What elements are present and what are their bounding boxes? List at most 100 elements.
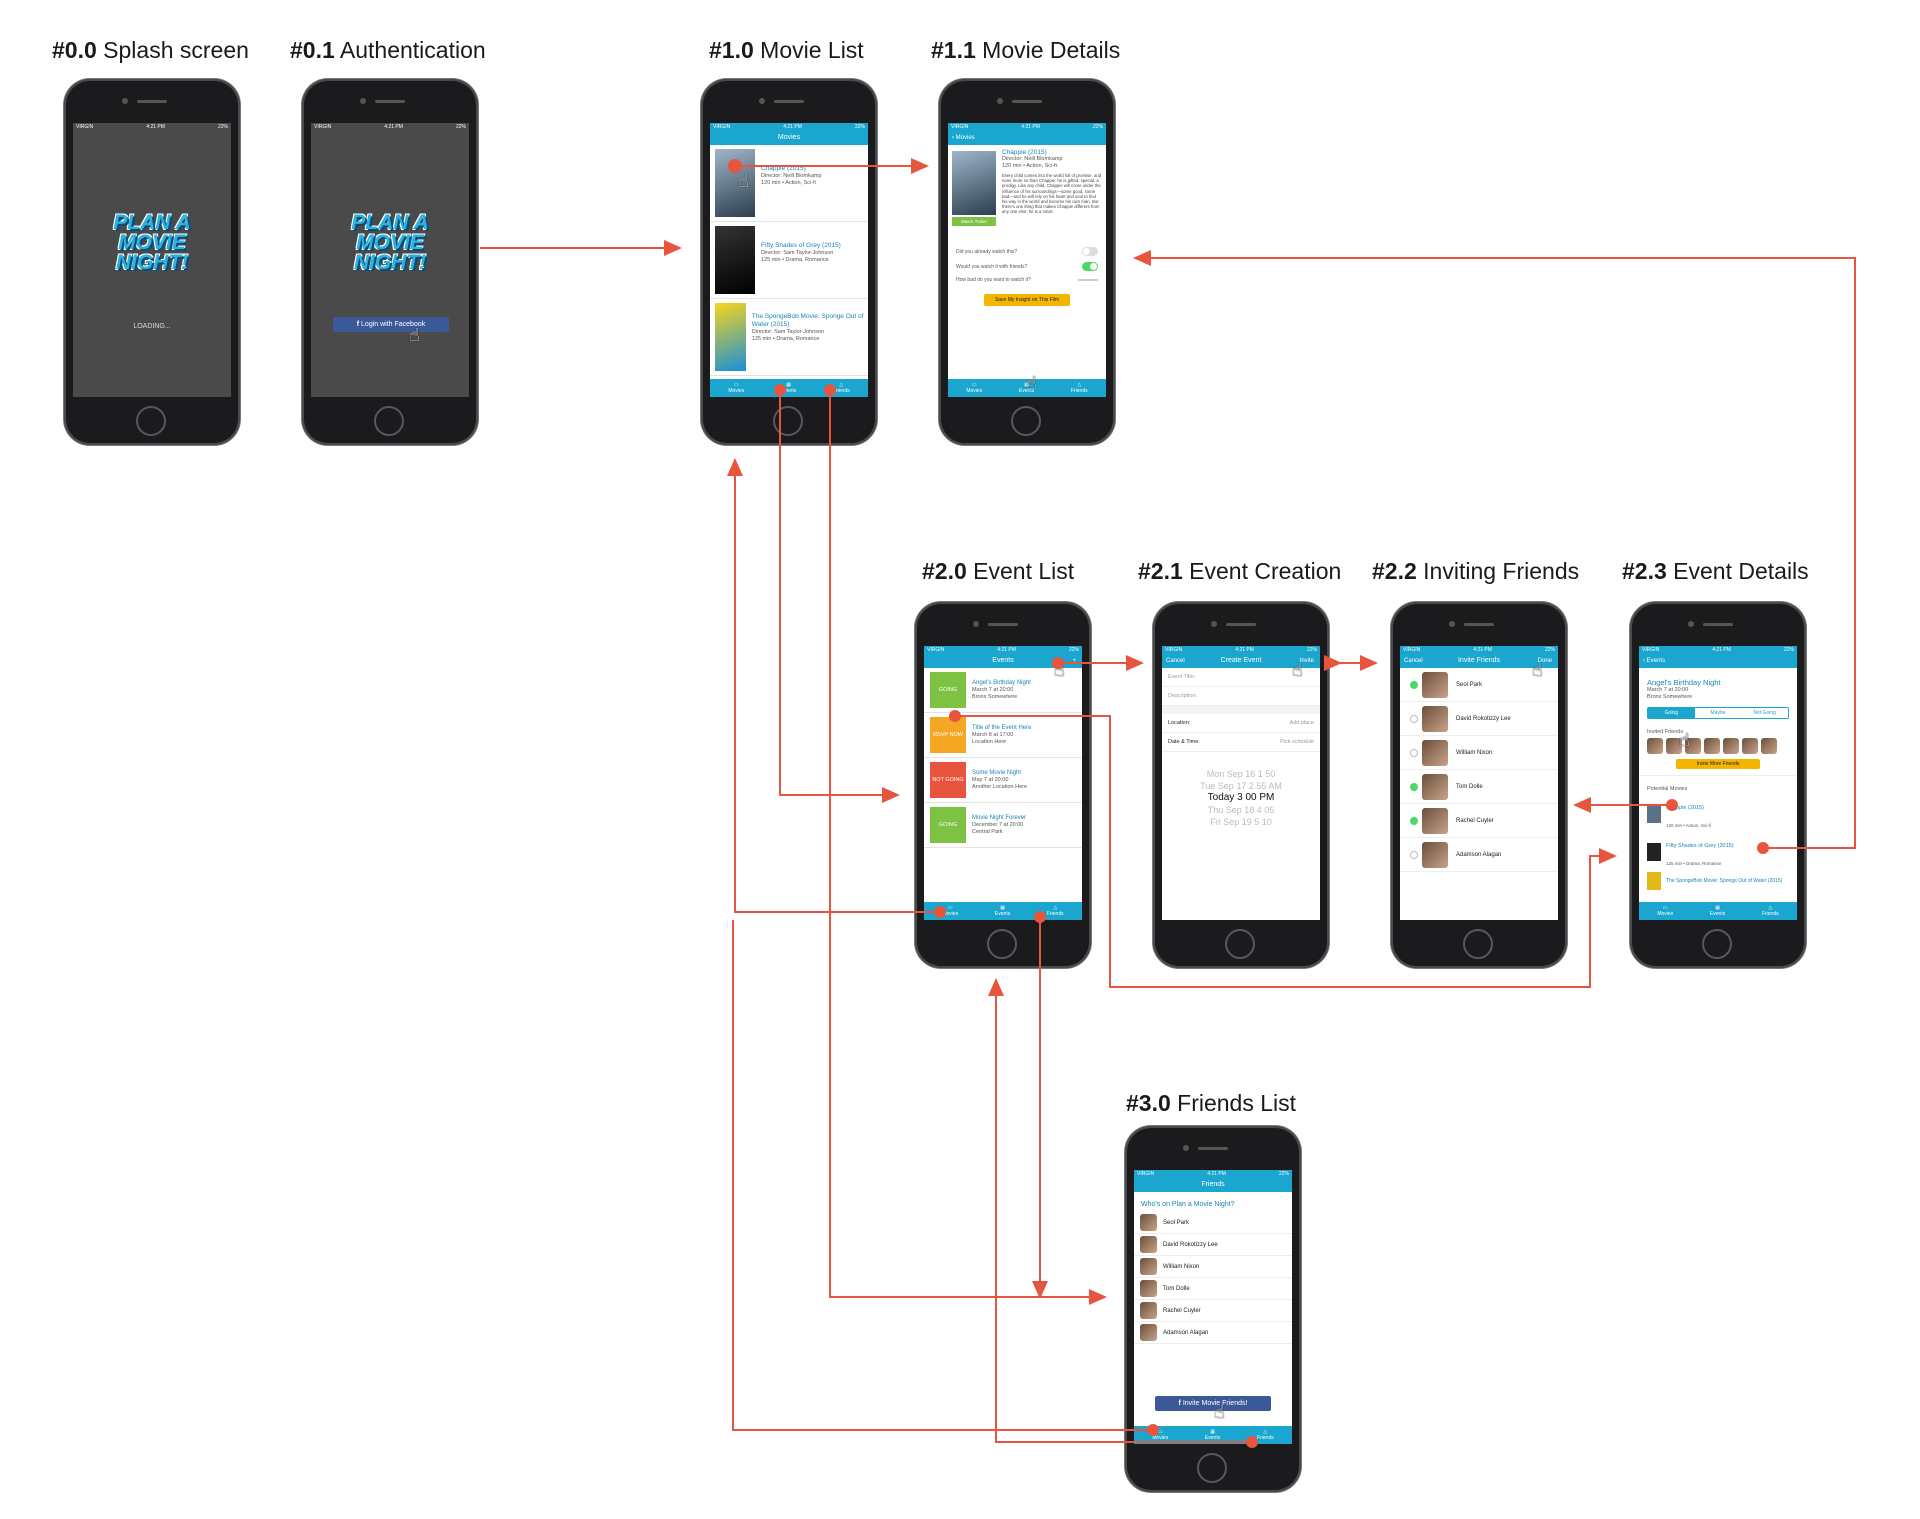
tab-events[interactable]: ▦Events <box>1018 382 1035 394</box>
friend-row[interactable]: David Rokotizzy Lee <box>1134 1234 1292 1256</box>
tab-friends[interactable]: △Friends <box>1046 905 1064 917</box>
home-button[interactable] <box>374 406 404 436</box>
camera-icon: ▭ <box>1662 905 1668 911</box>
flow-details-to-movie <box>1133 250 1856 849</box>
movie-poster <box>1647 843 1661 861</box>
selected-dot[interactable] <box>1410 782 1418 791</box>
date-time-picker[interactable]: Mon Sep 16 1 50 Tue Sep 17 2 55 AM Today… <box>1200 769 1282 827</box>
desire-slider[interactable] <box>1078 279 1098 281</box>
unselected-dot[interactable] <box>1410 714 1418 723</box>
camera-icon: ▭ <box>1157 1429 1163 1435</box>
cancel-button[interactable]: Cancel <box>1404 658 1423 664</box>
tab-friends[interactable]: △Friends <box>1256 1429 1274 1441</box>
tap-hand-icon: ☝ <box>1054 660 1065 680</box>
friends-toggle[interactable] <box>1082 262 1098 271</box>
home-button[interactable] <box>1011 406 1041 436</box>
tab-movies[interactable]: ▭Movies <box>728 382 745 394</box>
avatar <box>1422 705 1448 732</box>
friend-row[interactable]: Seol Park <box>1134 1212 1292 1234</box>
camera-icon: ▭ <box>947 905 953 911</box>
watch-trailer-button[interactable]: Watch Trailer <box>952 217 996 226</box>
done-button[interactable]: Done <box>1537 658 1552 664</box>
friends-icon: △ <box>1768 905 1773 911</box>
back-button[interactable]: ‹ Movies <box>952 135 975 141</box>
friend-row[interactable]: William Nixon <box>1134 1256 1292 1278</box>
tab-events[interactable]: ▦Events <box>1709 905 1726 917</box>
home-button[interactable] <box>1197 1453 1227 1483</box>
unselected-dot[interactable] <box>1410 850 1418 859</box>
friend-row[interactable]: Rachel Cuyler <box>1400 804 1558 838</box>
selected-dot[interactable] <box>1410 816 1418 825</box>
cancel-button[interactable]: Cancel <box>1166 658 1185 664</box>
avatar <box>1422 807 1448 834</box>
tab-events[interactable]: ▦Events <box>1204 1429 1221 1441</box>
datetime-field[interactable]: Date & Time:Pick schedule <box>1162 733 1320 752</box>
tab-movies[interactable]: ▭Movies <box>1152 1429 1169 1441</box>
home-button[interactable] <box>773 406 803 436</box>
selected-dot[interactable] <box>1410 680 1418 689</box>
home-button[interactable] <box>1702 929 1732 959</box>
tap-point <box>1147 1424 1159 1436</box>
maybe-option[interactable]: Maybe <box>1710 710 1726 716</box>
unselected-dot[interactable] <box>1410 748 1418 757</box>
home-button[interactable] <box>1225 929 1255 959</box>
save-insight-button[interactable]: Save My Insight on This Film <box>984 294 1070 306</box>
friend-row[interactable]: Rachel Cuyler <box>1134 1300 1292 1322</box>
friend-row[interactable]: William Nixon <box>1400 736 1558 770</box>
watched-toggle[interactable] <box>1082 247 1098 256</box>
label-authentication: #0.1 Authentication <box>290 37 486 63</box>
tap-hand-icon: ☝ <box>409 325 420 345</box>
back-button[interactable]: ‹ Events <box>1643 658 1666 664</box>
friend-row[interactable]: Adamson Alagan <box>1400 838 1558 872</box>
event-title-field[interactable]: Event Title: <box>1162 668 1320 687</box>
friend-row[interactable]: Seol Park <box>1400 668 1558 702</box>
location-field[interactable]: Location:Add place <box>1162 714 1320 733</box>
potential-movie-row[interactable]: Chappie (2015)120 min • Action, Sci-fi <box>1639 795 1797 833</box>
tab-friends[interactable]: △Friends <box>832 382 850 394</box>
friend-row[interactable]: Tom Dolle <box>1400 770 1558 804</box>
invite-movie-friends-button[interactable]: f Invite Movie Friends! <box>1155 1396 1271 1411</box>
movie-poster <box>715 226 755 294</box>
friends-question: Who's on Plan a Movie Night? <box>1141 1201 1235 1208</box>
home-button[interactable] <box>1463 929 1493 959</box>
going-option[interactable]: Going <box>1648 708 1695 718</box>
tab-movies[interactable]: ▭Movies <box>966 382 983 394</box>
friend-row[interactable]: Tom Dolle <box>1134 1278 1292 1300</box>
flow-movies-to-friends <box>829 390 1107 1305</box>
tab-movies[interactable]: ▭Movies <box>942 905 959 917</box>
tap-point <box>949 710 961 722</box>
tap-point <box>824 384 836 396</box>
login-facebook-button[interactable]: f Login with Facebook <box>333 317 449 332</box>
friend-row[interactable]: Adamson Alagan <box>1134 1322 1292 1344</box>
movie-poster <box>1647 872 1661 890</box>
tab-friends[interactable]: △Friends <box>1761 905 1779 917</box>
invite-button[interactable]: Invite <box>1299 658 1314 664</box>
tab-movies[interactable]: ▭Movies <box>1657 905 1674 917</box>
tab-events[interactable]: ▦Events <box>994 905 1011 917</box>
tab-events[interactable]: ▦Events <box>780 382 797 394</box>
movie-poster <box>952 151 996 215</box>
tap-point <box>1246 1436 1258 1448</box>
friend-row[interactable]: David Rokotizzy Lee <box>1400 702 1558 736</box>
tab-bar: ▭Movies ▦Events △Friends <box>948 379 1106 397</box>
potential-movie-row[interactable]: The SpongeBob Movie: Sponge Out of Water… <box>1639 871 1797 891</box>
add-event-button[interactable]: + <box>1072 658 1076 664</box>
potential-movie-row[interactable]: Fifty Shades of Grey (2015)125 min • Dra… <box>1639 833 1797 871</box>
avatar <box>1140 1302 1157 1319</box>
invite-more-friends-button[interactable]: Invite More Friends <box>1676 759 1760 769</box>
home-button[interactable] <box>987 929 1017 959</box>
movie-row[interactable]: Fifty Shades of Grey (2015)Director: Sam… <box>710 222 868 299</box>
description-field[interactable]: Description: <box>1162 687 1320 706</box>
movie-row[interactable]: The SpongeBob Movie: Sponge Out of Water… <box>710 299 868 376</box>
tab-friends[interactable]: △Friends <box>1070 382 1088 394</box>
home-button[interactable] <box>136 406 166 436</box>
rsvp-segmented-control: Going Maybe Not Going <box>1647 707 1789 719</box>
not-going-option[interactable]: Not Going <box>1753 710 1776 716</box>
avatar <box>1422 773 1448 800</box>
